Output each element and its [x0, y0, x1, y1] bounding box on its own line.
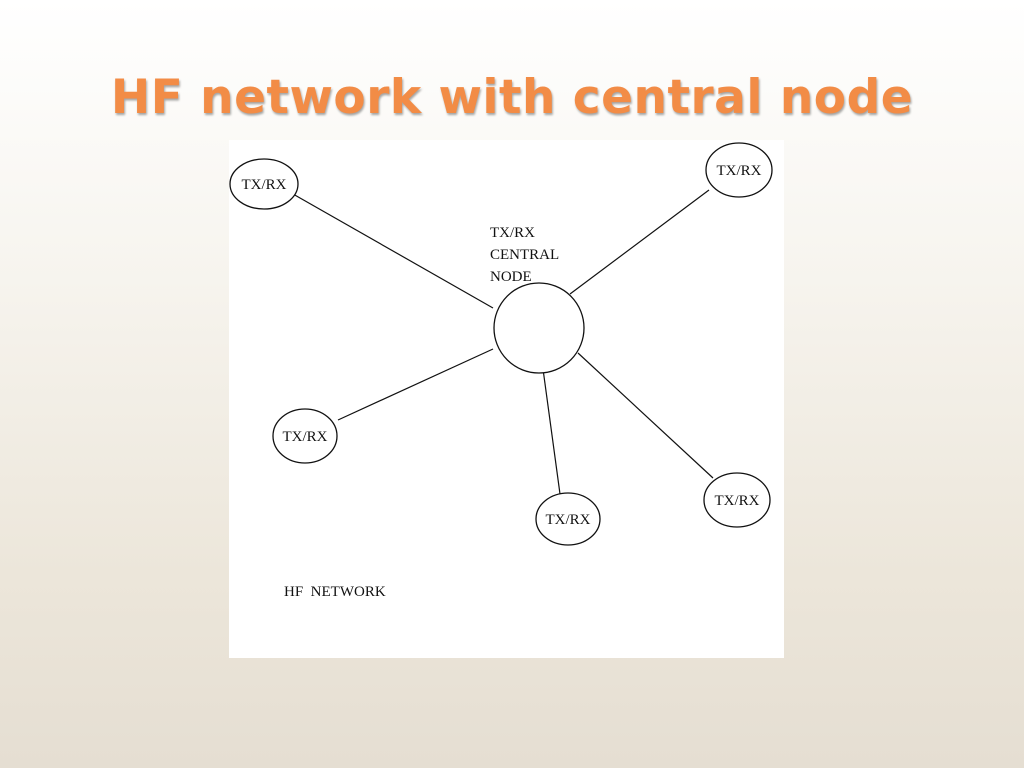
link-left: [337, 348, 494, 421]
node-top-right-label: TX/RX: [717, 163, 762, 179]
link-top-right: [569, 189, 710, 295]
central-node-label-line-2: CENTRAL: [490, 247, 559, 263]
node-bottom-right-label: TX/RX: [715, 493, 760, 509]
central-node-label-line-1: TX/RX: [490, 225, 535, 241]
node-bottom-middle: TX/RX: [535, 492, 601, 546]
node-top-left-label: TX/RX: [242, 177, 287, 193]
network-diagram: TX/RX CENTRAL NODE TX/RX TX/RX TX/RX TX/…: [229, 140, 784, 658]
network-diagram-svg: TX/RX CENTRAL NODE TX/RX TX/RX TX/RX TX/…: [229, 142, 773, 600]
node-top-right: TX/RX: [705, 142, 773, 198]
node-top-left: TX/RX: [229, 158, 299, 210]
central-node-circle: [493, 282, 585, 374]
link-bottom-middle: [542, 368, 561, 495]
node-left: TX/RX: [272, 408, 338, 464]
node-bottom-right: TX/RX: [703, 472, 771, 528]
diagram-caption: HF NETWORK: [284, 584, 386, 600]
node-left-label: TX/RX: [283, 429, 328, 445]
slide-title: HF network with central node: [110, 70, 914, 125]
node-bottom-middle-label: TX/RX: [546, 512, 591, 528]
link-top-left: [292, 193, 494, 309]
link-bottom-right: [577, 352, 714, 479]
central-node-label-line-3: NODE: [490, 269, 532, 285]
